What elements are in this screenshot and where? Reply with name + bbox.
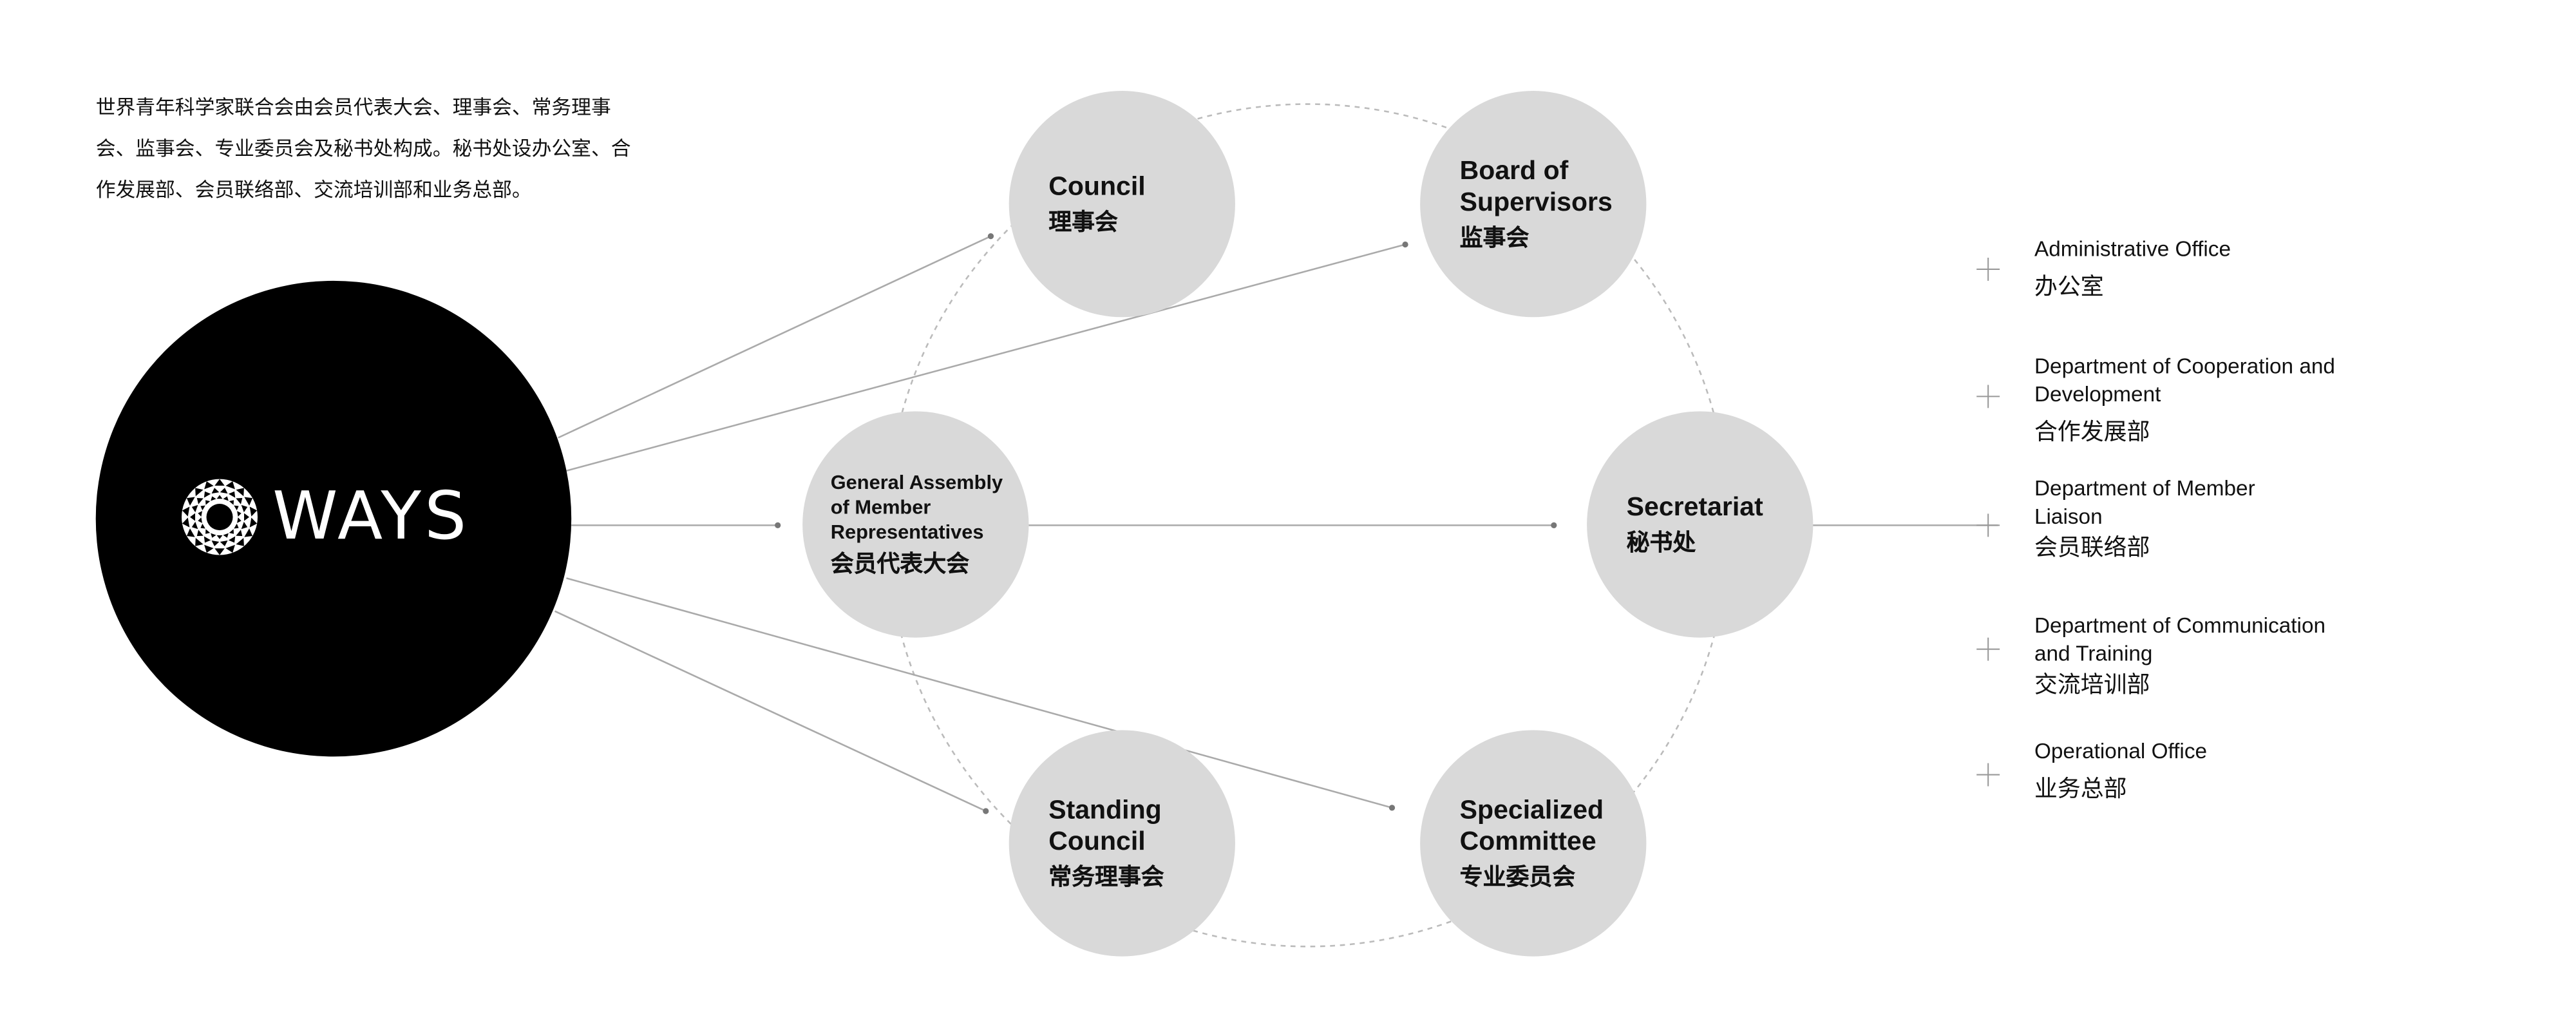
node-secretariat[interactable]: Secretariat 秘书处 [1587, 411, 1814, 638]
node-council[interactable]: Council 理事会 [1009, 91, 1235, 318]
department-zh: 业务总部 [2034, 774, 2127, 801]
department-zh: 合作发展部 [2034, 417, 2150, 445]
node-en-label: Secretariat [1626, 493, 1763, 521]
connector-dot [987, 233, 994, 240]
ways-hub-circle: WAYS [95, 280, 572, 757]
connector-dot [775, 522, 781, 528]
cross-icon [1976, 637, 2000, 661]
node-general-assembly[interactable]: General Assembly of Member Representativ… [802, 411, 1029, 638]
connector-dot [1551, 522, 1557, 528]
department-item: Department of Member Liaison 会员联络部 [2034, 474, 2315, 563]
department-item: Department of Communication and Training… [2034, 611, 2365, 700]
department-en: Department of Communication and Training [2034, 613, 2326, 666]
node-en-label: Standing Council [1048, 796, 1162, 856]
node-zh-label: 专业委员会 [1459, 862, 1576, 889]
node-specialized-committee[interactable]: Specialized Committee 专业委员会 [1420, 730, 1647, 957]
connector-dot [1402, 241, 1408, 248]
department-zh: 会员联络部 [2034, 533, 2150, 560]
department-item: Department of Cooperation and Developmen… [2034, 352, 2365, 448]
cross-icon [1976, 513, 2000, 537]
node-board-of-supervisors[interactable]: Board of Supervisors 监事会 [1420, 91, 1647, 318]
connector-dot [1388, 805, 1396, 811]
node-zh-label: 监事会 [1459, 223, 1530, 250]
department-en: Department of Member Liaison [2034, 475, 2255, 529]
ways-logo-icon [182, 479, 258, 555]
cross-icon [1976, 385, 2000, 408]
node-en-label: Board of Supervisors [1459, 157, 1613, 216]
department-zh: 交流培训部 [2034, 671, 2150, 698]
node-zh-label: 理事会 [1048, 207, 1118, 234]
node-zh-label: 常务理事会 [1048, 862, 1164, 889]
cross-icon [1976, 763, 2000, 787]
node-zh-label: 秘书处 [1626, 528, 1696, 555]
node-zh-label: 会员代表大会 [830, 549, 970, 576]
node-en-label: Council [1048, 172, 1146, 201]
node-standing-council[interactable]: Standing Council 常务理事会 [1009, 730, 1235, 957]
line-to-council [558, 235, 992, 439]
department-en: Department of Cooperation and Developmen… [2034, 353, 2335, 407]
department-zh: 办公室 [2034, 273, 2104, 300]
ways-logo-text: WAYS [272, 479, 470, 555]
department-en: Administrative Office [2034, 236, 2231, 262]
department-item: Administrative Office 办公室 [2034, 234, 2365, 302]
node-en-label: Specialized Committee [1459, 796, 1604, 856]
line-to-specialized [566, 577, 1392, 809]
intro-text: 世界青年科学家联合会由会员代表大会、理事会、常务理事会、监事会、专业委员会及秘书… [95, 95, 631, 202]
line-to-standing [554, 610, 987, 812]
cross-icon [1976, 257, 2000, 281]
connector-dot [983, 808, 989, 814]
line-to-board [566, 244, 1406, 472]
node-en-label: General Assembly of Member Representativ… [830, 470, 1003, 543]
department-en: Operational Office [2034, 738, 2208, 763]
department-item: Operational Office 业务总部 [2034, 737, 2365, 805]
